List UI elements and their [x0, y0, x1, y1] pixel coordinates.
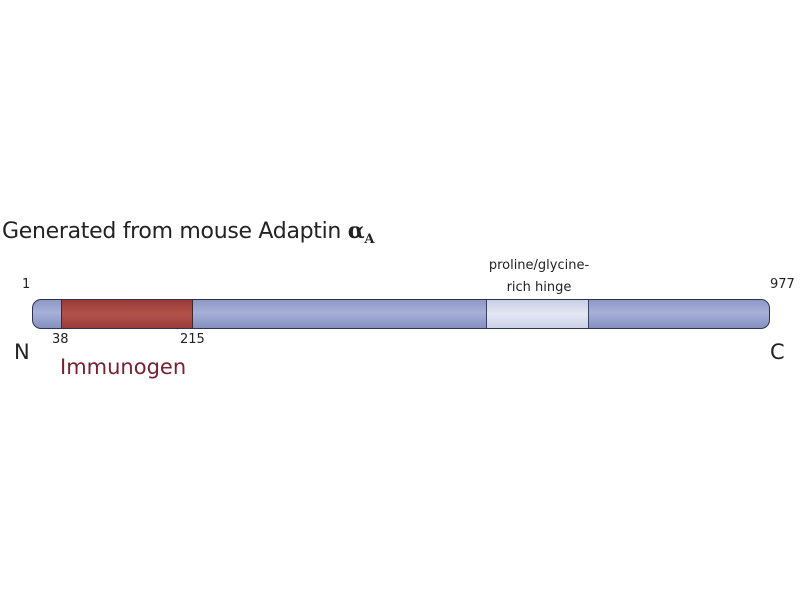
hinge-label-line2: rich hinge	[506, 280, 572, 295]
protein-bar	[32, 299, 770, 329]
immunogen-end-label: 215	[180, 332, 205, 347]
hinge-region	[486, 300, 589, 328]
start-position-label: 1	[22, 277, 31, 292]
immunogen-region	[61, 300, 193, 328]
c-terminus-label: C	[770, 340, 785, 364]
immunogen-start-label: 38	[52, 332, 69, 347]
end-position-label: 977	[770, 277, 795, 292]
title-text: Generated from mouse Adaptin	[2, 219, 348, 244]
hinge-label-line1: proline/glycine-	[488, 258, 590, 273]
hinge-label: proline/glycine- rich hinge	[464, 255, 614, 299]
n-terminus-label: N	[14, 340, 30, 364]
immunogen-label: Immunogen	[60, 355, 187, 379]
title-subscript: A	[364, 232, 375, 247]
diagram-title: Generated from mouse Adaptin αA	[2, 218, 375, 247]
title-symbol: α	[347, 218, 365, 244]
